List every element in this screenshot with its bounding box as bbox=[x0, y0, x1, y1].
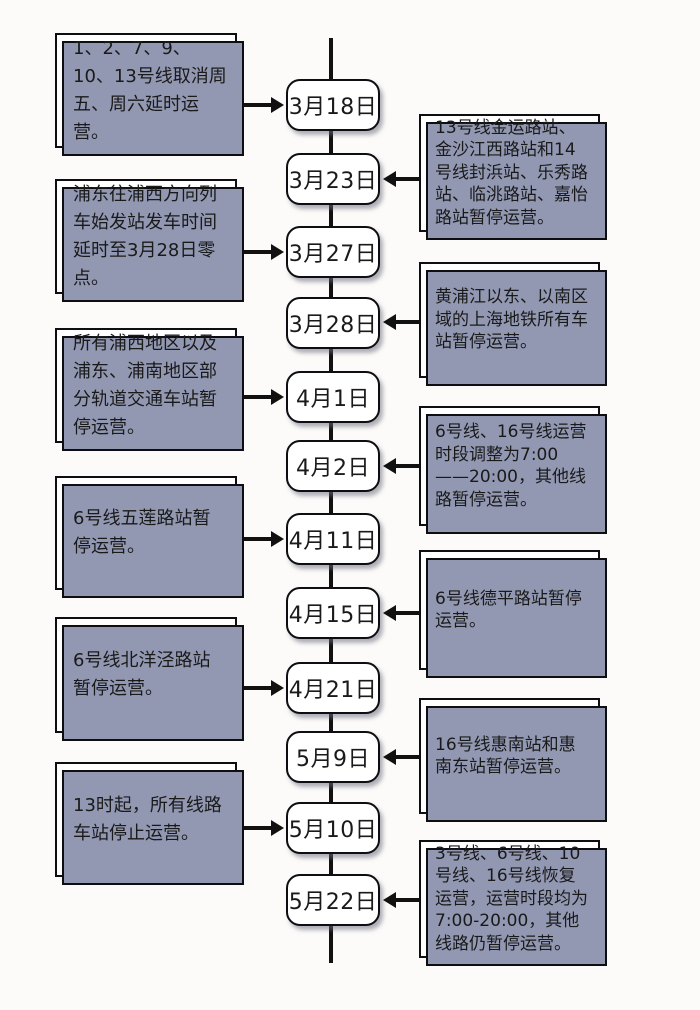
event-text: 6号线北洋泾路站暂停运营。 bbox=[73, 650, 211, 699]
date-node-3-18: 3月18日 bbox=[286, 79, 380, 131]
date-node-3-28: 3月28日 bbox=[286, 297, 380, 349]
arrow-head-icon bbox=[271, 97, 284, 113]
event-text: 1、2、7、9、10、13号线取消周五、周六延时运营。 bbox=[73, 37, 227, 143]
date-node-5-22: 5月22日 bbox=[286, 874, 380, 926]
event-text: 6号线德平路站暂停运营。 bbox=[435, 588, 582, 632]
date-label: 4月1日 bbox=[296, 387, 370, 412]
arrow-right-icon bbox=[244, 531, 284, 547]
arrow-right-icon bbox=[244, 389, 284, 405]
date-node-5-9: 5月9日 bbox=[286, 731, 380, 783]
event-text: 3号线、6号线、10号线、16号线恢复运营，运营时段均为7:00-20:00，其… bbox=[435, 843, 588, 954]
arrow-left-icon bbox=[383, 605, 419, 621]
date-label: 5月22日 bbox=[288, 890, 378, 915]
date-label: 5月9日 bbox=[296, 747, 370, 772]
date-node-4-2: 4月2日 bbox=[286, 440, 380, 492]
event-box-left-3: 所有浦西地区以及浦东、浦南地区部分轨道交通车站暂停运营。 bbox=[55, 328, 244, 451]
event-text: 6号线、16号线运营时段调整为7:00——20:00，其他线路暂停运营。 bbox=[435, 422, 587, 510]
arrow-shaft bbox=[394, 611, 419, 615]
arrow-shaft bbox=[394, 320, 419, 324]
event-text: 所有浦西地区以及浦东、浦南地区部分轨道交通车站暂停运营。 bbox=[73, 332, 217, 438]
event-text: 13时起，所有线路车站停止运营。 bbox=[73, 794, 222, 844]
date-label: 3月23日 bbox=[288, 169, 378, 194]
event-text: 浦东往浦西方向列车始发站发车时间延时至3月28日零点。 bbox=[73, 183, 217, 289]
arrow-head-icon bbox=[383, 892, 396, 908]
date-node-4-1: 4月1日 bbox=[286, 371, 380, 423]
event-box-right-4: 6号线德平路站暂停运营。 bbox=[419, 550, 607, 678]
date-label: 4月15日 bbox=[288, 603, 378, 628]
event-text: 6号线五莲路站暂停运营。 bbox=[73, 508, 211, 557]
arrow-shaft bbox=[394, 898, 419, 902]
arrow-left-icon bbox=[383, 314, 419, 330]
event-box-right-1: 13号线金运路站、金沙江西路站和14号线封浜站、乐秀路站、临洮路站、嘉怡路站暂停… bbox=[419, 114, 607, 240]
arrow-shaft bbox=[394, 177, 419, 181]
event-box-right-5: 16号线惠南站和惠南东站暂停运营。 bbox=[419, 698, 607, 822]
event-box-right-6: 3号线、6号线、10号线、16号线恢复运营，运营时段均为7:00-20:00，其… bbox=[419, 840, 607, 966]
arrow-shaft bbox=[394, 464, 419, 468]
arrow-head-icon bbox=[271, 680, 284, 696]
date-label: 3月27日 bbox=[288, 242, 378, 267]
arrow-right-icon bbox=[244, 820, 284, 836]
date-label: 4月21日 bbox=[288, 678, 378, 703]
arrow-left-icon bbox=[383, 171, 419, 187]
event-box-left-1: 1、2、7、9、10、13号线取消周五、周六延时运营。 bbox=[55, 33, 244, 156]
arrow-shaft bbox=[244, 103, 273, 107]
arrow-head-icon bbox=[271, 531, 284, 547]
arrow-shaft bbox=[244, 250, 273, 254]
event-text: 黄浦江以东、以南区域的上海地铁所有车站暂停运营。 bbox=[435, 287, 588, 353]
event-box-right-3: 6号线、16号线运营时段调整为7:00——20:00，其他线路暂停运营。 bbox=[419, 406, 607, 534]
date-node-4-11: 4月11日 bbox=[286, 513, 380, 565]
event-text: 16号线惠南站和惠南东站暂停运营。 bbox=[435, 734, 576, 778]
date-node-4-15: 4月15日 bbox=[286, 587, 380, 639]
arrow-head-icon bbox=[383, 314, 396, 330]
event-box-right-2: 黄浦江以东、以南区域的上海地铁所有车站暂停运营。 bbox=[419, 262, 607, 386]
arrow-head-icon bbox=[383, 171, 396, 187]
timeline-axis-line bbox=[329, 38, 333, 963]
arrow-shaft bbox=[244, 395, 273, 399]
arrow-head-icon bbox=[271, 389, 284, 405]
event-box-left-5: 6号线北洋泾路站暂停运营。 bbox=[55, 617, 244, 741]
arrow-head-icon bbox=[383, 605, 396, 621]
date-node-4-21: 4月21日 bbox=[286, 662, 380, 714]
arrow-left-icon bbox=[383, 458, 419, 474]
event-text: 13号线金运路站、金沙江西路站和14号线封浜站、乐秀路站、临洮路站、嘉怡路站暂停… bbox=[435, 117, 588, 228]
date-label: 4月2日 bbox=[296, 456, 370, 481]
arrow-right-icon bbox=[244, 244, 284, 260]
event-box-left-4: 6号线五莲路站暂停运营。 bbox=[55, 476, 244, 598]
arrow-shaft bbox=[244, 826, 273, 830]
date-label: 4月11日 bbox=[288, 529, 378, 554]
arrow-right-icon bbox=[244, 97, 284, 113]
date-node-3-23: 3月23日 bbox=[286, 153, 380, 205]
arrow-left-icon bbox=[383, 749, 419, 765]
arrow-shaft bbox=[244, 537, 273, 541]
arrow-head-icon bbox=[383, 458, 396, 474]
date-label: 5月10日 bbox=[288, 818, 378, 843]
arrow-right-icon bbox=[244, 680, 284, 696]
date-node-5-10: 5月10日 bbox=[286, 802, 380, 854]
event-box-left-6: 13时起，所有线路车站停止运营。 bbox=[55, 762, 244, 885]
date-label: 3月28日 bbox=[288, 313, 378, 338]
date-label: 3月18日 bbox=[288, 95, 378, 120]
arrow-shaft bbox=[394, 755, 419, 759]
arrow-left-icon bbox=[383, 892, 419, 908]
arrow-shaft bbox=[244, 686, 273, 690]
arrow-head-icon bbox=[383, 749, 396, 765]
event-box-left-2: 浦东往浦西方向列车始发站发车时间延时至3月28日零点。 bbox=[55, 179, 244, 302]
arrow-head-icon bbox=[271, 820, 284, 836]
arrow-head-icon bbox=[271, 244, 284, 260]
date-node-3-27: 3月27日 bbox=[286, 226, 380, 278]
